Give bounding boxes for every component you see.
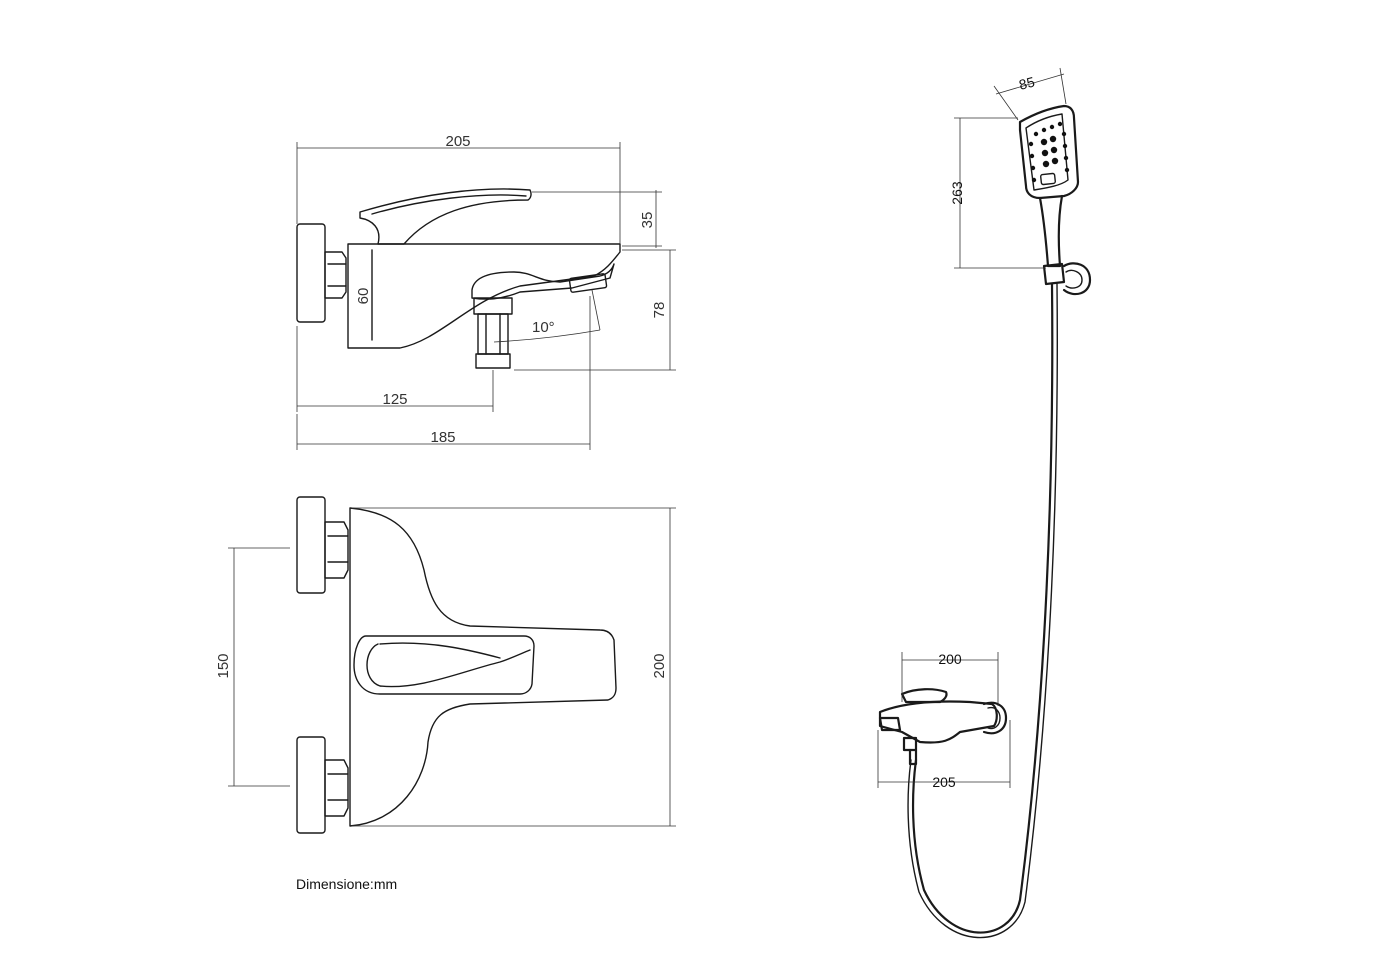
shower-mixer-body	[878, 700, 998, 744]
dim-side-spout: 185	[430, 429, 455, 446]
shower-hose	[911, 282, 1054, 934]
dim-side-body: 60	[355, 288, 372, 305]
top-lower-flange	[296, 736, 326, 834]
shower-mixer-spout	[878, 716, 902, 732]
dim-side-width: 205	[445, 133, 470, 150]
top-lower-nut	[324, 759, 349, 817]
dim-top-centers: 150	[215, 653, 232, 678]
shower-holder-clip	[1042, 262, 1066, 286]
side-lever-handle	[359, 188, 532, 245]
dim-side-angle: 10°	[532, 319, 555, 336]
side-hex-nut	[324, 251, 347, 299]
dim-mixer-bottom: 205	[932, 774, 956, 790]
top-upper-nut	[324, 521, 349, 579]
shower-mixer-lever	[900, 688, 948, 704]
side-wall-flange	[296, 223, 326, 323]
dim-head-width: 85	[1017, 73, 1036, 92]
side-spout	[471, 263, 615, 300]
dim-top-depth: 200	[651, 653, 668, 678]
side-mixer-body	[347, 243, 621, 349]
dim-mixer-top: 200	[938, 651, 962, 667]
dim-side-height: 78	[651, 302, 668, 319]
side-outlet-nut	[475, 353, 511, 369]
shower-set: 85 263 200 205	[877, 67, 1092, 939]
top-mixer-body	[349, 507, 617, 827]
units-note: Dimensione:mm	[296, 876, 398, 892]
hand-shower-grip	[1038, 194, 1064, 268]
dim-side-handle: 35	[639, 212, 656, 229]
side-diverter-stem	[477, 313, 509, 355]
shower-nozzle-pattern	[1028, 121, 1070, 186]
dim-side-outlet: 125	[382, 391, 407, 408]
hand-shower-head	[1018, 104, 1080, 200]
side-view: 205 35 78 60 10° 125 185	[296, 133, 676, 450]
side-aerator	[568, 273, 608, 293]
shower-wall-bracket	[1062, 262, 1092, 296]
top-lever-handle	[353, 635, 535, 695]
top-upper-flange	[296, 496, 326, 594]
shower-mixer-wall-flange	[982, 701, 1008, 735]
dim-head-height: 263	[949, 181, 965, 205]
top-view: 150 200	[215, 496, 676, 834]
side-diverter-cap	[473, 297, 513, 315]
